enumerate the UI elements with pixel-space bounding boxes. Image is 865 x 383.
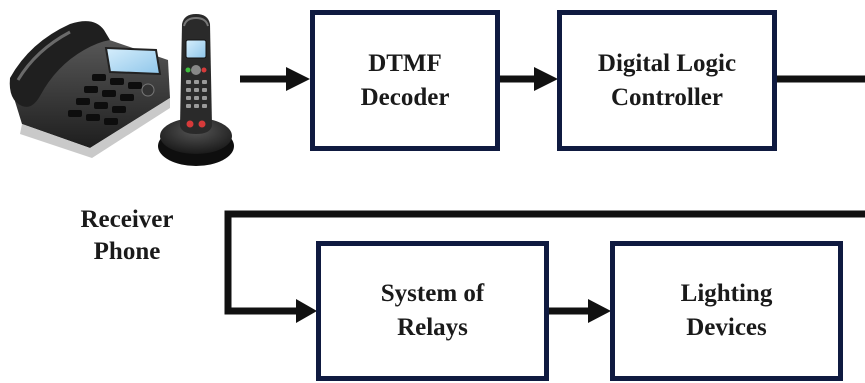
receiver-label-line2: Phone — [93, 238, 161, 265]
cordless-phone-icon — [158, 14, 234, 166]
arrow-phone-to-decoder — [240, 67, 310, 91]
system-of-relays-block: System of Relays — [316, 241, 549, 381]
dtmf-decoder-label-line1: DTMF — [368, 49, 442, 77]
relays-label-line1: System of — [380, 280, 485, 307]
receiver-phone-label: Receiver Phone — [62, 204, 192, 268]
feedback-line — [224, 210, 865, 315]
receiver-label-line1: Receiver — [80, 206, 174, 233]
controller-label-line2: Controller — [610, 83, 723, 111]
arrow-into-relays — [296, 299, 317, 323]
lighting-label-line1: Lighting — [680, 280, 773, 307]
controller-label-line1: Digital Logic — [597, 49, 737, 77]
lighting-label-line2: Devices — [686, 314, 767, 341]
dtmf-decoder-block: DTMF Decoder — [310, 10, 500, 151]
arrow-decoder-to-controller — [500, 67, 558, 91]
relays-label-line2: Relays — [397, 314, 468, 341]
lighting-devices-block: Lighting Devices — [610, 241, 843, 381]
arrow-relays-to-lighting — [549, 299, 611, 323]
digital-logic-controller-block: Digital Logic Controller — [557, 10, 777, 151]
dtmf-decoder-label-line2: Decoder — [360, 83, 450, 111]
desk-phone-icon — [9, 21, 170, 158]
